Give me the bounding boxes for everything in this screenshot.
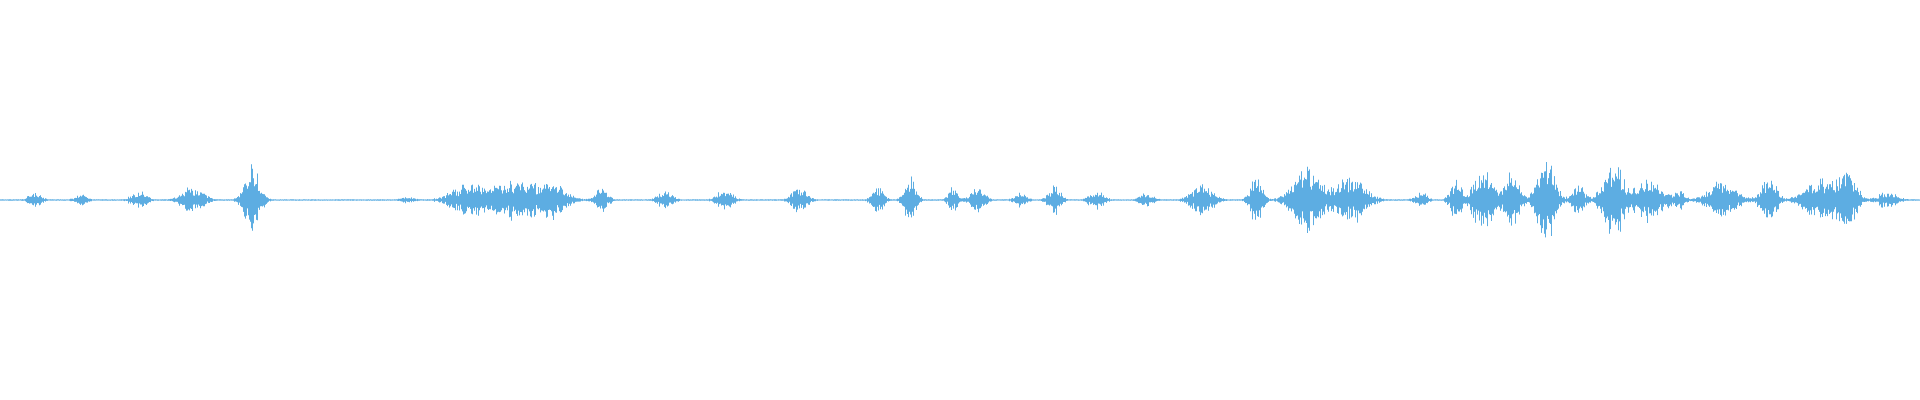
waveform-path <box>0 162 1920 238</box>
waveform-samples <box>0 162 1920 238</box>
